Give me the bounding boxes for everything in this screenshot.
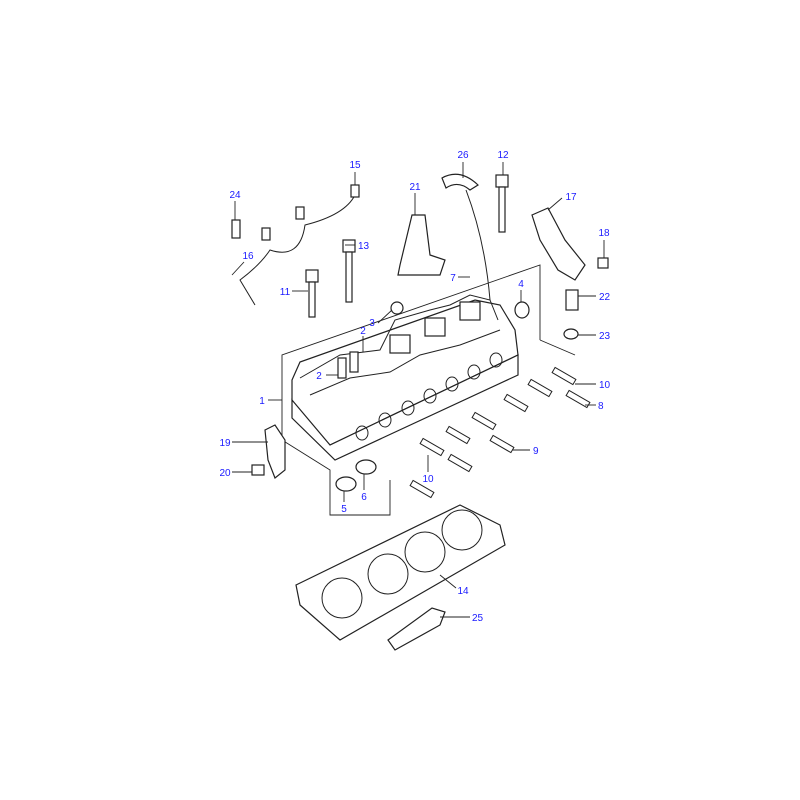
- callout-6[interactable]: 6: [361, 492, 367, 503]
- bolt-18[interactable]: [597, 257, 609, 269]
- bolt-11[interactable]: [305, 269, 319, 318]
- cylinder-head[interactable]: [291, 294, 519, 461]
- callout-labels: 26 12 15 21 17 24 18 13 16 7 11 4 22 3 2…: [219, 150, 610, 624]
- plug-4[interactable]: [514, 301, 530, 319]
- half-moon-seal-26[interactable]: [441, 173, 479, 191]
- callout-10[interactable]: 10: [422, 474, 434, 485]
- callout-19[interactable]: 19: [219, 438, 231, 449]
- seal-6[interactable]: [355, 459, 377, 475]
- seal-5[interactable]: [335, 476, 357, 492]
- callout-25[interactable]: 25: [472, 613, 484, 624]
- union-22[interactable]: [565, 289, 579, 311]
- callout-15[interactable]: 15: [349, 160, 361, 171]
- leader-lines: [231, 162, 605, 618]
- bracket-19[interactable]: [264, 424, 286, 479]
- callout-16[interactable]: 16: [242, 251, 254, 262]
- connector: [295, 206, 305, 220]
- bracket-17[interactable]: [531, 207, 586, 281]
- head-gasket[interactable]: [295, 504, 506, 641]
- callout-9[interactable]: 9: [533, 446, 539, 457]
- sensor-wire: [465, 189, 491, 301]
- callout-8[interactable]: 8: [598, 401, 604, 412]
- connector-15[interactable]: [350, 184, 360, 198]
- callout-23[interactable]: 23: [599, 331, 611, 342]
- callout-20[interactable]: 20: [219, 468, 231, 479]
- callout-2[interactable]: 2: [316, 371, 322, 382]
- callout-11[interactable]: 11: [280, 287, 291, 298]
- plug-3[interactable]: [390, 301, 404, 315]
- bolt-12[interactable]: [495, 174, 509, 233]
- callout-24[interactable]: 24: [229, 190, 241, 201]
- callout-12[interactable]: 12: [497, 150, 509, 161]
- callout-13[interactable]: 13: [358, 241, 370, 252]
- bolt-13[interactable]: [342, 239, 356, 303]
- callout-2[interactable]: 2: [360, 326, 366, 337]
- studs[interactable]: [409, 366, 591, 499]
- callout-5[interactable]: 5: [341, 504, 347, 515]
- sensor-harness-15[interactable]: [239, 194, 356, 306]
- callout-10[interactable]: 10: [599, 380, 611, 391]
- callout-22[interactable]: 22: [599, 292, 611, 303]
- callout-3[interactable]: 3: [369, 318, 375, 329]
- callout-1[interactable]: 1: [259, 396, 265, 407]
- connector: [261, 227, 271, 241]
- sensor-24[interactable]: [231, 219, 241, 239]
- callout-4[interactable]: 4: [518, 279, 524, 290]
- plate-part-25[interactable]: [387, 607, 446, 651]
- bracket-21[interactable]: [397, 214, 446, 276]
- group-bracket-line: [281, 264, 541, 400]
- bolt-20[interactable]: [251, 464, 265, 476]
- washer-23[interactable]: [563, 328, 579, 340]
- callout-18[interactable]: 18: [598, 228, 610, 239]
- callout-26[interactable]: 26: [457, 150, 469, 161]
- callout-7[interactable]: 7: [450, 273, 456, 284]
- callout-21[interactable]: 21: [409, 182, 421, 193]
- callout-17[interactable]: 17: [565, 192, 577, 203]
- group-bracket-line: [281, 400, 391, 516]
- callout-14[interactable]: 14: [457, 586, 469, 597]
- group-bracket-line: [539, 339, 576, 356]
